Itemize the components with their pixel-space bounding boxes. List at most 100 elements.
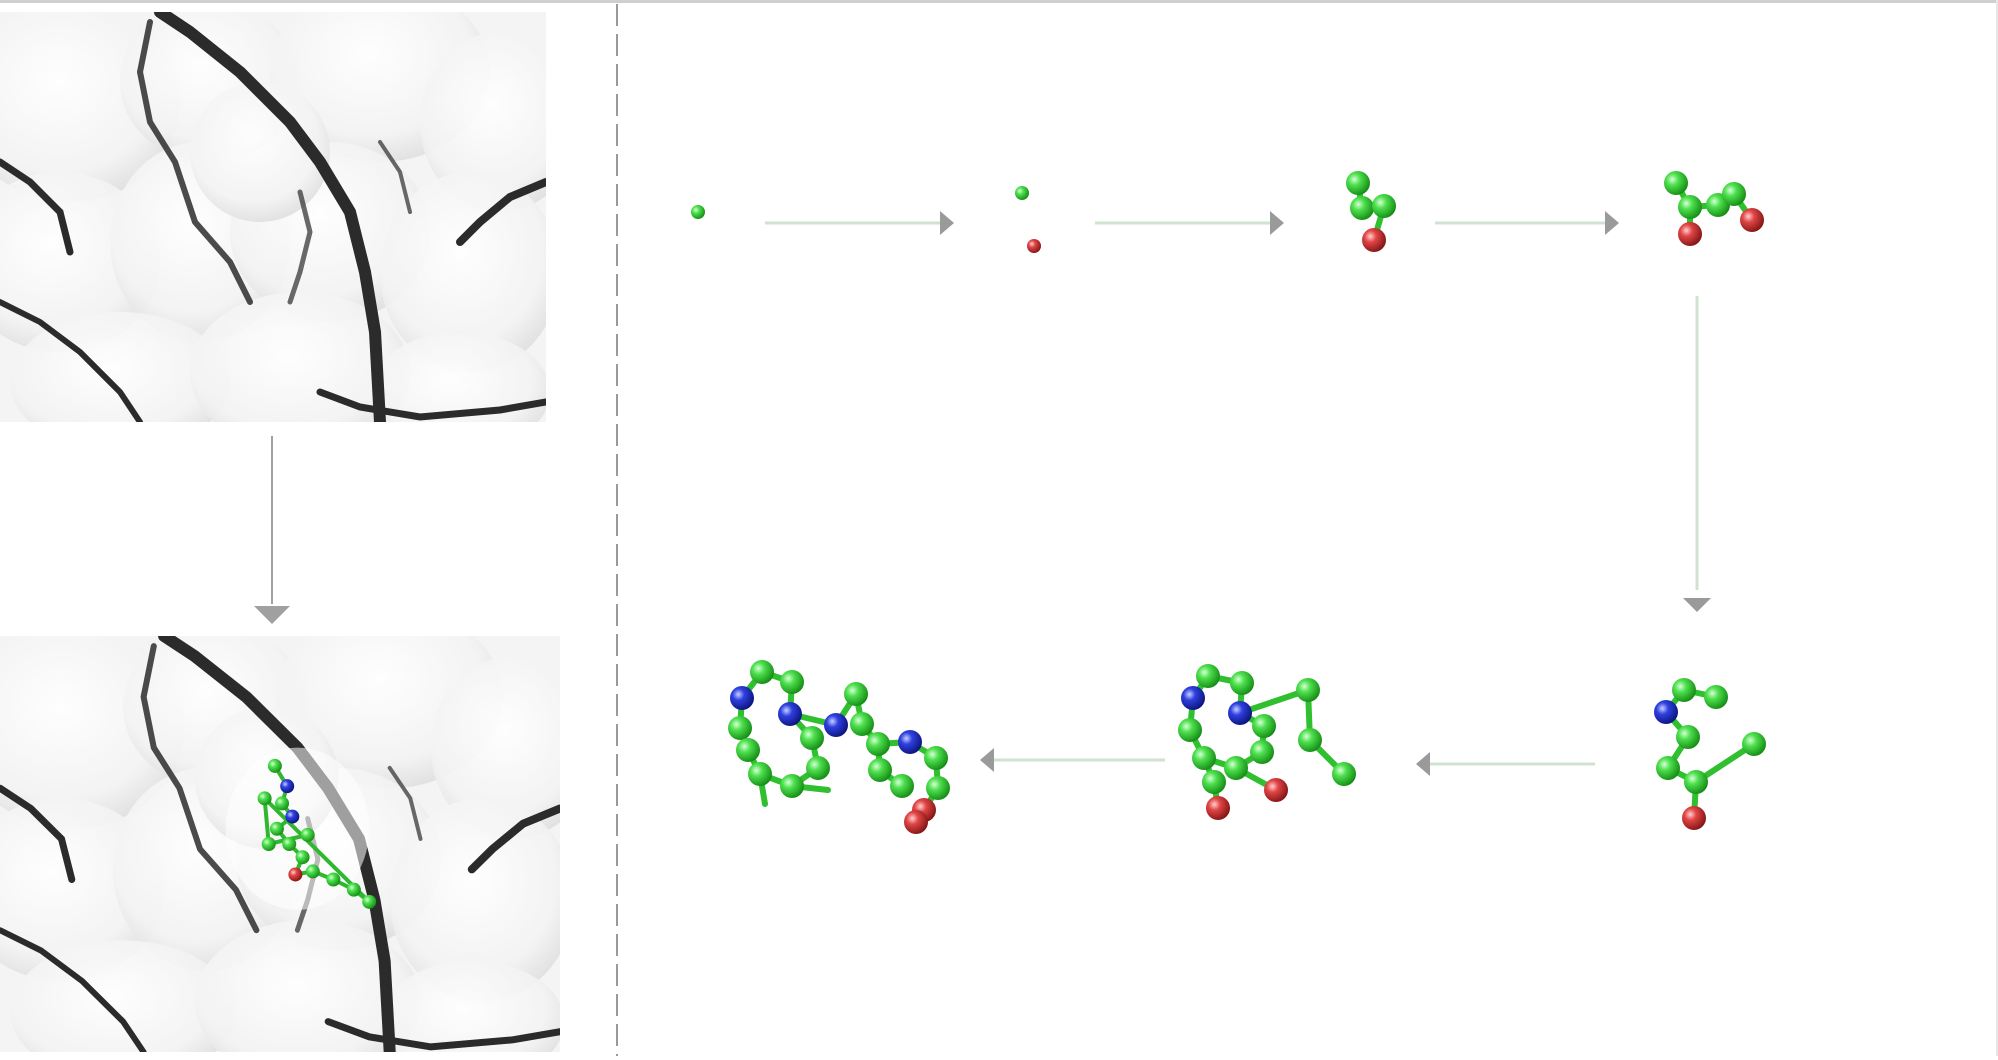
surface-lobe — [190, 82, 330, 222]
growth-arrow-head — [1270, 211, 1284, 235]
nitrogen-atom — [1181, 686, 1205, 710]
surface-lobe — [190, 292, 410, 422]
surface-lobe — [370, 332, 546, 422]
carbon-atom — [1015, 186, 1029, 200]
carbon-atom — [890, 774, 914, 798]
surface-crevice — [387, 765, 423, 841]
carbon-atom — [1372, 194, 1396, 218]
ligand-carbon-atom — [269, 821, 284, 836]
surface-crevice — [140, 643, 260, 934]
surface-crevice — [316, 388, 546, 421]
right-border — [1996, 0, 1998, 1056]
carbon-atom — [1664, 171, 1688, 195]
ligand-nitrogen-atom — [285, 809, 300, 824]
oxygen-atom — [1027, 239, 1041, 253]
growth-arrow-head — [1416, 752, 1430, 776]
carbon-atom — [1678, 195, 1702, 219]
carbon-atom — [1672, 678, 1696, 702]
surface-crevice — [378, 140, 412, 214]
surface-lobe — [379, 960, 560, 1052]
carbon-atom — [750, 660, 774, 684]
ligand-carbon-atom — [295, 850, 310, 865]
carbon-atom — [924, 746, 948, 770]
ligand-carbon-atom — [362, 894, 377, 909]
carbon-atom — [1722, 182, 1746, 206]
growth-arrow-head — [1683, 598, 1711, 612]
carbon-atom — [1178, 718, 1202, 742]
molecule-step-3 — [1346, 171, 1396, 252]
nitrogen-atom — [1228, 701, 1252, 725]
carbon-atom — [736, 738, 760, 762]
surface-crevice — [324, 1018, 560, 1051]
ligand-carbon-atom — [282, 837, 297, 851]
surface-crevice — [0, 299, 143, 422]
carbon-atom — [1298, 728, 1322, 752]
surface-crevice — [287, 189, 313, 305]
surface-lobe — [380, 172, 546, 372]
ligand-carbon-atom — [326, 872, 341, 887]
carbon-atom — [780, 774, 804, 798]
ligand-nitrogen-atom — [280, 779, 295, 794]
growth-arrow-head — [980, 748, 994, 772]
nitrogen-atom — [778, 702, 802, 726]
carbon-atom — [844, 682, 868, 706]
surface-lobe — [420, 32, 546, 212]
ligand-carbon-atom — [257, 791, 272, 806]
nitrogen-atom — [824, 713, 848, 737]
carbon-atom — [1196, 664, 1220, 688]
growth-molecules — [691, 171, 1766, 834]
carbon-atom — [806, 756, 830, 780]
surface-crevice — [467, 804, 560, 874]
carbon-atom — [868, 758, 892, 782]
protein-surface-top-panel — [0, 12, 546, 422]
surface-lobe — [430, 656, 560, 839]
ligand-carbon-atom — [261, 837, 276, 851]
ligand-carbon-atom — [346, 882, 361, 897]
carbon-atom — [800, 726, 824, 750]
surface-crevice — [0, 927, 147, 1052]
protein-surface-bottom-panel — [0, 636, 560, 1052]
oxygen-atom — [1206, 796, 1230, 820]
molecule-step-1 — [691, 205, 705, 219]
surface-crevice — [0, 784, 76, 883]
surface-crevice — [456, 178, 546, 246]
carbon-atom — [1704, 685, 1728, 709]
oxygen-atom — [1740, 208, 1764, 232]
carbon-atom — [1252, 714, 1276, 738]
carbon-atom — [1296, 678, 1320, 702]
carbon-atom — [1656, 756, 1680, 780]
growth-arrow-head — [940, 211, 954, 235]
molecule-step-5 — [1654, 678, 1766, 830]
carbon-atom — [1250, 740, 1274, 764]
carbon-atom — [728, 716, 752, 740]
carbon-atom — [1742, 732, 1766, 756]
top-border — [0, 0, 1998, 3]
carbon-atom — [1350, 196, 1374, 220]
surface-lobe — [194, 920, 421, 1052]
carbon-atom — [780, 670, 804, 694]
carbon-atom — [926, 776, 950, 800]
ligand-carbon-atom — [275, 796, 290, 811]
ligand-carbon-atom — [267, 758, 282, 773]
carbon-atom — [691, 205, 705, 219]
molecule-step-7 — [728, 660, 950, 834]
nitrogen-atom — [730, 686, 754, 710]
surface-crevice — [0, 158, 74, 256]
surface-crevice — [154, 12, 386, 422]
oxygen-atom — [1682, 806, 1706, 830]
ligand-oxygen-atom — [288, 867, 303, 882]
carbon-atom — [866, 732, 890, 756]
ligand-bond — [262, 798, 271, 845]
nitrogen-atom — [898, 730, 922, 754]
oxygen-atom — [1264, 778, 1288, 802]
carbon-atom — [748, 762, 772, 786]
growth-arrows — [765, 211, 1711, 776]
molecule-step-6 — [1178, 664, 1356, 820]
left-down-arrow — [254, 436, 290, 624]
oxygen-atom — [1678, 222, 1702, 246]
carbon-atom — [1230, 671, 1254, 695]
carbon-atom — [1676, 725, 1700, 749]
carbon-atom — [1684, 770, 1708, 794]
